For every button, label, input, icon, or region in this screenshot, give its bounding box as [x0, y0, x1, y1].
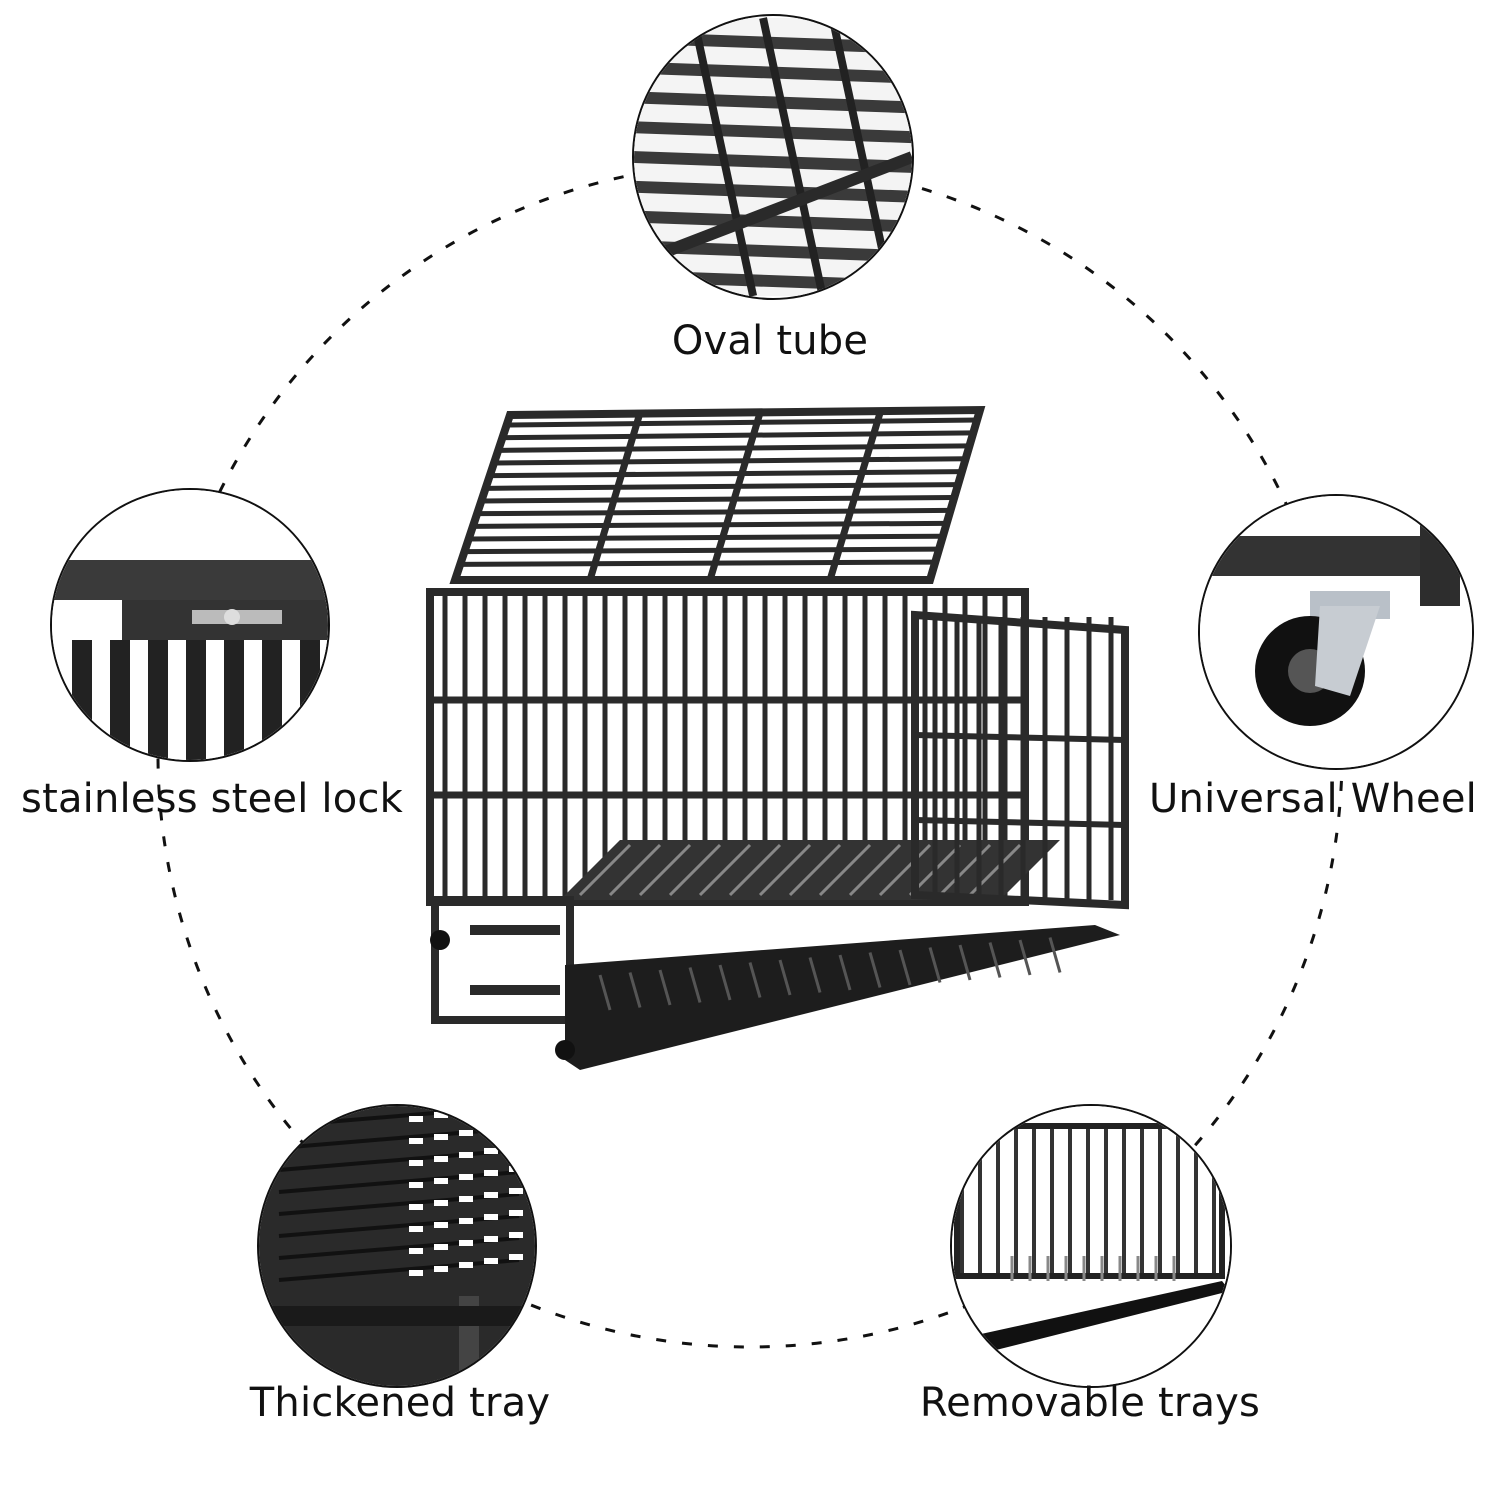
removable-trays-detail-image [950, 1104, 1232, 1388]
thickened-tray-detail-image [257, 1104, 537, 1388]
oval-tube-detail-image [632, 14, 914, 300]
thickened-tray-label: Thickened tray [249, 1380, 551, 1426]
removable-trays-label: Removable trays [919, 1380, 1261, 1426]
wheel-label: Universal Wheel [1149, 776, 1477, 822]
oval-tube-label: Oval tube [671, 318, 869, 364]
lock-detail-image [50, 488, 330, 762]
lock-label: stainless steel lock [21, 776, 403, 822]
wheel-detail-image [1198, 494, 1474, 770]
